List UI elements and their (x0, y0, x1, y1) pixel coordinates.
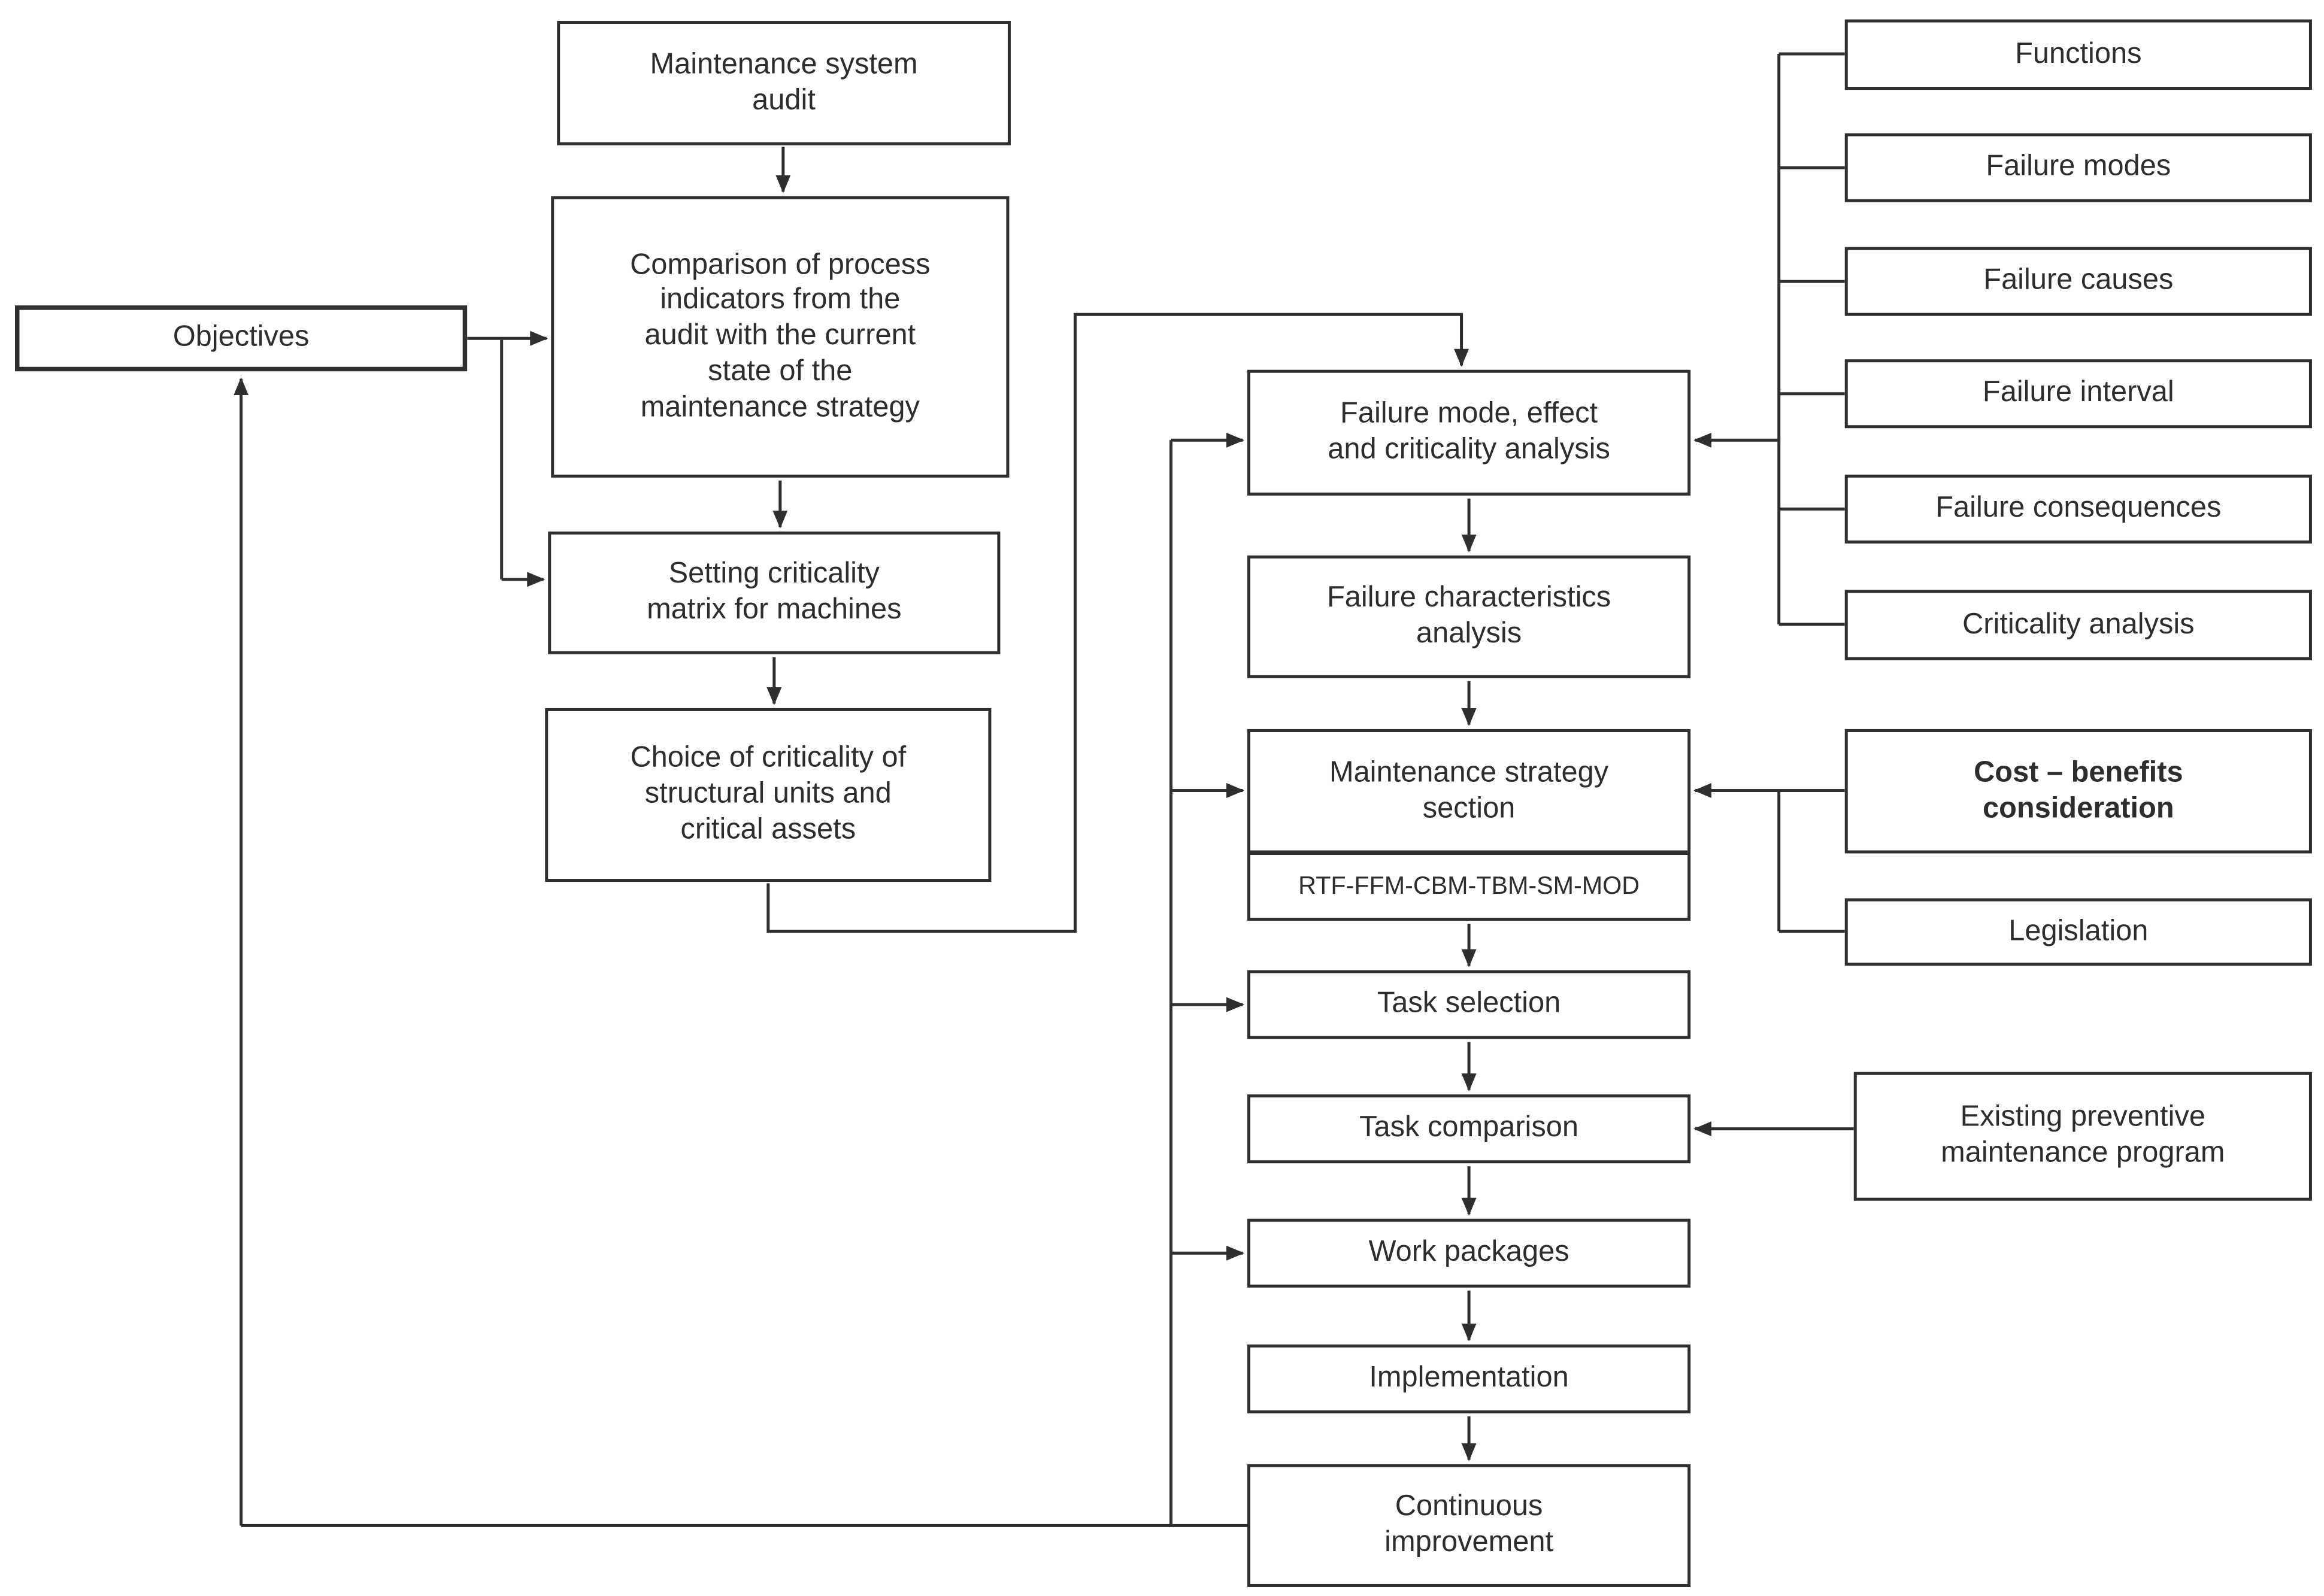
node-comparison-process-indicators: Comparison of process indicators from th… (551, 196, 1010, 478)
node-failure-causes: Failure causes (1844, 247, 2312, 316)
node-task-comparison: Task comparison (1247, 1094, 1691, 1164)
node-setting-criticality-matrix: Setting criticality matrix for machines (548, 531, 1001, 654)
node-cost-benefits-consideration: Cost – benefits consideration (1844, 729, 2312, 854)
node-failure-interval: Failure interval (1844, 359, 2312, 429)
node-work-packages: Work packages (1247, 1218, 1691, 1288)
maintenance-strategy-label: Maintenance strategy section (1329, 755, 1609, 824)
node-choice-of-criticality: Choice of criticality of structural unit… (545, 708, 992, 882)
node-failure-characteristics-analysis: Failure characteristics analysis (1247, 555, 1691, 678)
node-legislation: Legislation (1844, 898, 2312, 966)
node-task-selection: Task selection (1247, 970, 1691, 1039)
node-objectives: Objectives (15, 305, 468, 372)
node-fmeca: Failure mode, effect and criticality ana… (1247, 369, 1691, 496)
node-failure-consequences: Failure consequences (1844, 474, 2312, 544)
node-continuous-improvement: Continuous improvement (1247, 1464, 1691, 1587)
node-maintenance-strategy-section: Maintenance strategy section RTF-FFM-CBM… (1247, 729, 1691, 921)
node-maintenance-system-audit: Maintenance system audit (557, 21, 1011, 145)
node-failure-modes: Failure modes (1844, 133, 2312, 202)
node-criticality-analysis: Criticality analysis (1844, 590, 2312, 660)
node-existing-preventive-maintenance-program: Existing preventive maintenance program (1853, 1072, 2312, 1201)
maintenance-strategy-codes: RTF-FFM-CBM-TBM-SM-MOD (1250, 850, 1688, 918)
node-functions: Functions (1844, 19, 2312, 90)
arrow-choice-to-fmeca (766, 312, 1469, 933)
node-implementation: Implementation (1247, 1344, 1691, 1413)
